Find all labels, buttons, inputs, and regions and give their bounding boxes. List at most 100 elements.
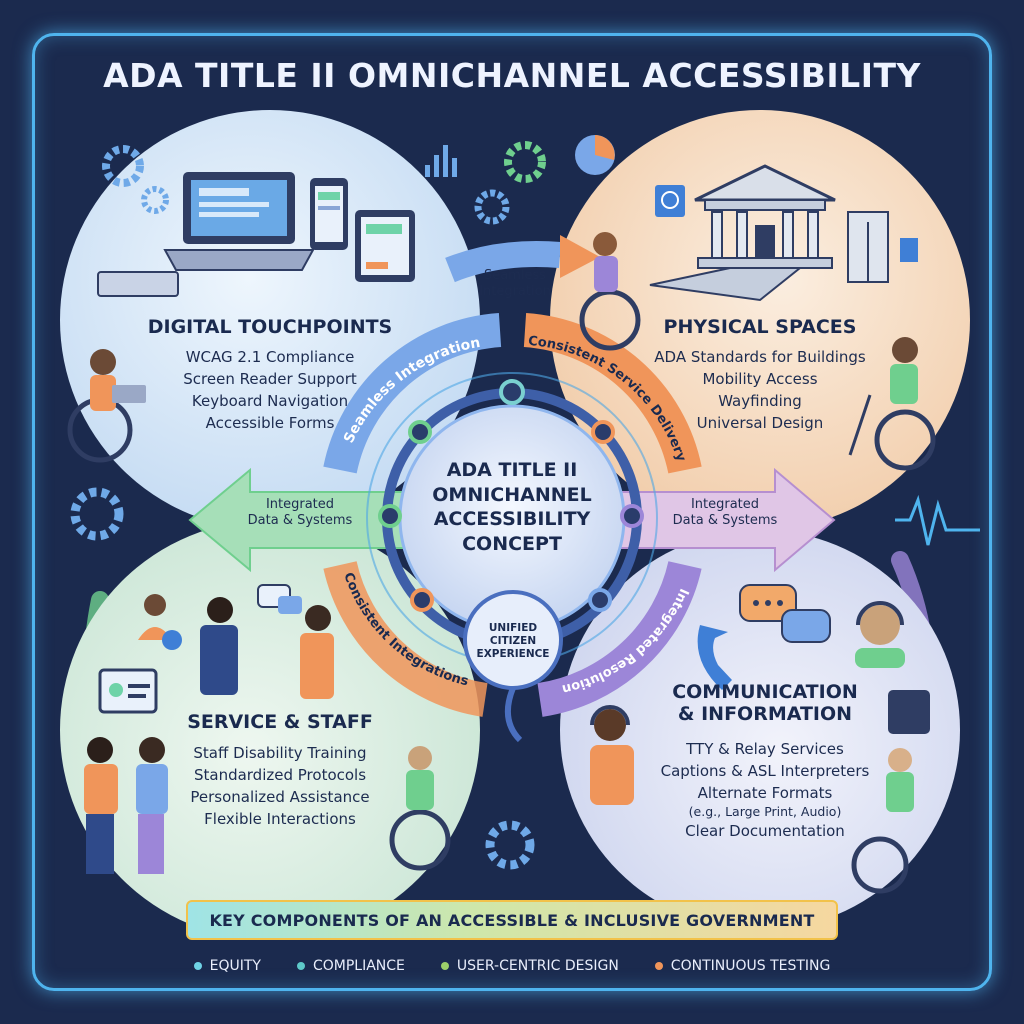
seamless-integration-label: Seamless Integration [455,268,575,301]
wheelchair-user-icon [389,746,451,871]
center-line: ADA TITLE II [446,459,578,481]
telephone-icon [697,625,732,690]
ring-node [591,420,615,444]
digital-item: Keyboard Navigation [191,392,349,410]
communication-title-line: COMMUNICATION [672,681,858,703]
physical-item: Universal Design [696,414,824,432]
integrated-right-line: Integrated [690,497,760,512]
communication-item: Captions & ASL Interpreters [660,762,870,780]
physical-item: ADA Standards for Buildings [654,348,866,366]
ring-node [499,379,525,405]
principles-row: EQUITY COMPLIANCE USER-CENTRIC DESIGN CO… [32,958,992,974]
key-components-banner: KEY COMPONENTS OF AN ACCESSIBLE & INCLUS… [186,900,838,940]
ring-arc-consistent-service [523,313,702,474]
hub-line: UNIFIED [488,622,538,634]
center-line: OMNICHANNEL [432,483,592,506]
integrated-left-line: Integrated [265,497,335,512]
gear-icon [70,487,124,541]
ring-arc-seamless [323,313,502,474]
bullet-dot-icon [654,962,663,970]
chat-bubble-icon [739,584,831,643]
principle-equity: EQUITY [193,958,261,974]
hub-line: CITIZEN [489,635,537,648]
digital-item: Accessible Forms [205,414,335,432]
communication-item: TTY & Relay Services [686,740,844,758]
gear-icon [474,141,546,225]
principle-label: EQUITY [209,958,261,974]
gear-icon [102,145,169,214]
integrated-right-line: Data & Systems [672,513,778,529]
laptop-icon [163,172,315,271]
staff-meeting-icon [200,584,334,699]
outer-frame [32,33,992,991]
communication-item: Alternate Formats [697,784,833,802]
headset-agent-icon [855,601,905,668]
integrated-data-left-label: Integrated Data & Systems [225,497,375,530]
service-item: Personalized Assistance [190,788,370,806]
staff-pair-icon [84,737,168,874]
wheelchair-user-icon [851,748,914,894]
principle-compliance: COMPLIANCE [296,958,405,974]
principle-label: COMPLIANCE [312,958,405,974]
seamless-label-line: Seamless [483,268,547,283]
digital-item: Screen Reader Support [183,370,357,388]
bullet-dot-icon [296,962,305,970]
physical-item: Mobility Access [702,370,818,388]
pie-chart-icon [575,135,615,175]
phone-icon [310,178,348,250]
hub-link [504,686,523,743]
keyboard-icon [97,271,179,297]
cane-user-icon [848,337,936,471]
accessibility-sign-icon [655,185,685,217]
center-concept-title: ADA TITLE II OMNICHANNEL ACCESSIBILITY C… [412,458,612,557]
physical-spaces-title: PHYSICAL SPACES [663,316,857,338]
physical-item: Wayfinding [718,392,802,410]
bullet-dot-icon [440,962,449,970]
waveform-icon [895,494,980,546]
service-item: Flexible Interactions [204,810,356,828]
ring-arc-consistent-integrations [323,560,488,717]
ring-node [620,504,644,528]
seamless-label-line: Integration [479,284,551,300]
seamless-arrowhead [560,235,600,278]
principle-continuous-testing: CONTINUOUS TESTING [654,958,831,974]
gear-icon [485,820,535,870]
gear-icon [162,630,182,650]
keypad-icon [888,690,930,734]
center-line: CONCEPT [462,533,562,556]
seamless-arrow [445,241,562,283]
tablet-icon [355,210,415,282]
principle-user-centric-design: USER-CENTRIC DESIGN [440,958,619,974]
ring-node [378,504,402,528]
id-badge-icon [98,668,158,714]
ring-node [410,588,434,612]
hub-line: EXPERIENCE [476,648,550,661]
service-staff-title: SERVICE & STAFF [187,711,373,733]
communication-item: (e.g., Large Print, Audio) [688,804,842,819]
ring-node [408,420,432,444]
sign-language-icon [590,705,634,805]
principle-label: CONTINUOUS TESTING [670,958,831,974]
unified-citizen-experience: UNIFIED CITIZEN EXPERIENCE [470,622,556,661]
communication-item: Clear Documentation [685,822,845,840]
service-item: Staff Disability Training [193,744,367,762]
ring-arc-integrated-resolution [537,560,702,717]
bullet-dot-icon [193,962,202,970]
communication-title: COMMUNICATION & INFORMATION [640,681,890,726]
ring-node [588,588,612,612]
digital-touchpoints-title: DIGITAL TOUCHPOINTS [147,316,393,338]
integrated-data-right-label: Integrated Data & Systems [650,497,800,530]
integrated-left-line: Data & Systems [247,513,353,529]
center-line: ACCESSIBILITY [433,508,591,531]
bar-chart-icon [425,145,457,177]
communication-title-line: & INFORMATION [677,702,853,725]
wheelchair-user-icon [67,349,146,463]
building-icon [649,164,836,302]
principle-label: USER-CENTRIC DESIGN [456,958,619,974]
digital-item: WCAG 2.1 Compliance [185,348,355,366]
elevator-icon [847,211,918,283]
service-item: Standardized Protocols [193,766,367,784]
wheelchair-user-icon [579,232,641,351]
